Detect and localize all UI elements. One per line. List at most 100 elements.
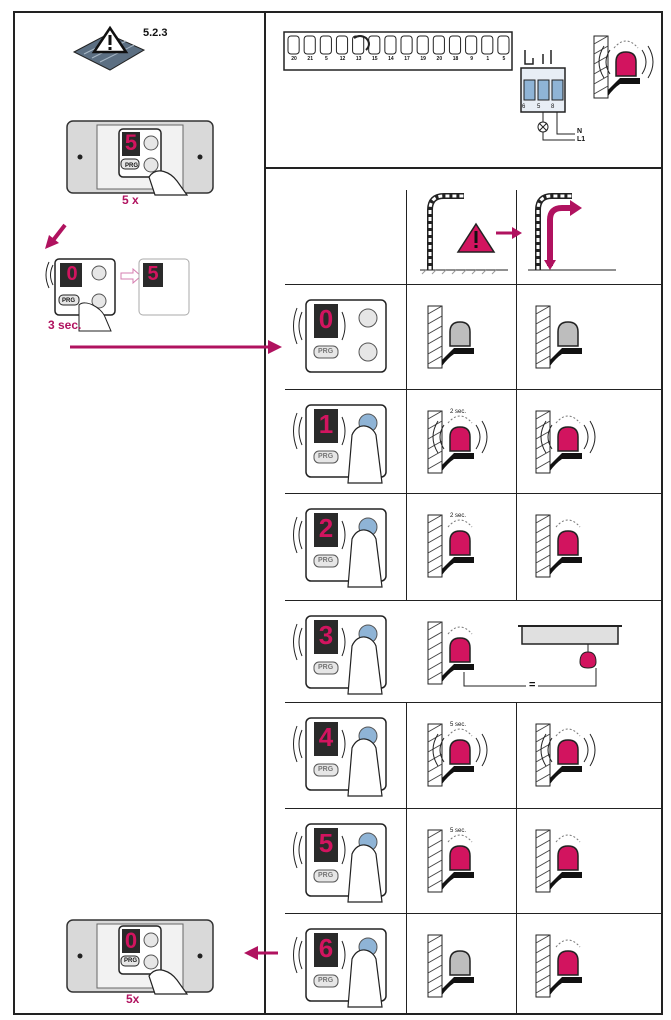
row-divider-5: [285, 808, 663, 809]
keypad-row-1: [292, 401, 392, 484]
terminal-slot: [416, 35, 429, 55]
top-press-count: 5 x: [122, 193, 139, 207]
terminal-slot: [287, 35, 300, 55]
lamp-obstacle-row-1: [424, 407, 496, 477]
row-digit-4: 4: [318, 722, 334, 752]
terminal-number: 12: [339, 56, 346, 62]
terminal-number: 17: [404, 56, 410, 62]
terminal-slot: [384, 35, 397, 55]
power-label-l1: L1: [577, 136, 586, 143]
hold-digit-to: 5: [147, 263, 159, 285]
lamp-reverse-row-1: [532, 407, 604, 477]
relay-wiring: [515, 50, 585, 160]
terminal-slot: [448, 35, 462, 55]
equivalence-sign: =: [526, 679, 539, 691]
keypad-row-5: [292, 820, 392, 903]
obstacle-detected-icon: [420, 190, 510, 280]
row-divider-2: [285, 493, 663, 494]
row-prg-button-0: PRG: [318, 348, 334, 355]
lamp-obstacle-row-5: [424, 826, 496, 896]
terminal-slot: [319, 35, 332, 55]
section-reference: 5.2.3: [143, 27, 168, 39]
row-digit-3: 3: [318, 620, 334, 650]
terminal-number: 14: [388, 56, 394, 62]
row-divider-6: [285, 913, 663, 914]
courtesy-light-icon: [518, 618, 628, 698]
keypad-row-2: [292, 505, 392, 588]
lamp-obstacle-row-4: [424, 720, 496, 790]
row-digit-6: 6: [318, 933, 334, 963]
hold-prg-button: PRG: [62, 298, 76, 304]
header-divider: [265, 167, 663, 169]
row-prg-button-1: PRG: [318, 453, 334, 460]
row-digit-0: 0: [318, 304, 334, 334]
row-digit-2: 2: [318, 513, 334, 543]
lamp-obstacle-row-3: [424, 618, 496, 688]
terminal-slot: [335, 35, 349, 55]
manual-reference-icon: [70, 22, 160, 72]
terminal-slot: [481, 35, 494, 55]
header-arrow: [496, 226, 522, 240]
bottom-press-count: 5x: [126, 992, 140, 1006]
lamp-reverse-row-5: [532, 826, 604, 896]
terminal-slot: [303, 35, 316, 55]
column-divider: [264, 11, 266, 1015]
timer-label-row-5: 5 sec.: [450, 828, 467, 834]
row-divider-3: [285, 600, 663, 601]
flashing-lamp-icon: [590, 32, 654, 102]
terminal-slot: [368, 35, 381, 55]
row-divider-0: [285, 284, 663, 285]
door-reversing-icon: [528, 190, 618, 280]
terminal-number: 9: [470, 56, 473, 62]
terminal-number: 19: [420, 56, 426, 62]
terminal-slot: [400, 35, 413, 55]
control-unit-top: [66, 120, 214, 196]
terminal-number: 20: [291, 56, 297, 62]
arrow-to-table: [70, 340, 285, 354]
col-divider-a2: [406, 702, 407, 1015]
lamp-reverse-row-6: [532, 931, 604, 1001]
row-prg-button-5: PRG: [318, 872, 334, 879]
keypad-row-4: [292, 714, 392, 797]
lamp-reverse-row-0: [532, 302, 604, 372]
power-label-n: N: [577, 128, 583, 135]
col-divider-a1: [406, 284, 407, 600]
return-arrow: [244, 946, 280, 960]
header-col-divider-1: [406, 190, 407, 285]
relay-pin-1: 6: [522, 104, 526, 110]
timer-label-row-4: 5 sec.: [450, 722, 467, 728]
col-divider-b1: [516, 284, 517, 600]
control-unit-bottom: [66, 919, 214, 995]
terminal-slot: [352, 35, 365, 55]
lamp-reverse-row-4: [532, 720, 604, 790]
terminal-number: 5: [324, 56, 328, 62]
terminal-slot: [432, 35, 445, 55]
terminal-number: 15: [371, 56, 378, 62]
terminal-number: 13: [355, 56, 362, 62]
keypad-row-0: [292, 296, 392, 378]
row-prg-button-4: PRG: [318, 766, 334, 773]
top-display-digit: 5: [124, 130, 138, 155]
lamp-obstacle-row-0: [424, 302, 496, 372]
keypad-row-6: [292, 925, 392, 1008]
timer-label-row-1: 2 sec.: [450, 409, 467, 415]
relay-pin-2: 5: [537, 104, 541, 110]
row-digit-5: 5: [318, 828, 334, 858]
terminal-number: 21: [307, 56, 313, 62]
terminal-number: 1: [486, 56, 490, 62]
terminal-block: [283, 31, 514, 72]
terminal-number: 20: [436, 56, 443, 62]
terminal-number: 5: [502, 56, 506, 62]
relay-pin-3: 8: [551, 104, 555, 110]
lamp-obstacle-row-6: [424, 931, 496, 1001]
terminal-number: 18: [452, 56, 459, 62]
hold-duration: 3 sec.: [48, 318, 82, 332]
terminal-slot: [497, 35, 510, 55]
row-divider-1: [285, 389, 663, 390]
row-divider-4: [285, 702, 663, 703]
keypad-row-3: [292, 612, 392, 695]
bottom-display-digit: 0: [124, 928, 138, 953]
timer-label-row-2: 2 sec.: [450, 513, 467, 519]
row-prg-button-6: PRG: [318, 977, 334, 984]
